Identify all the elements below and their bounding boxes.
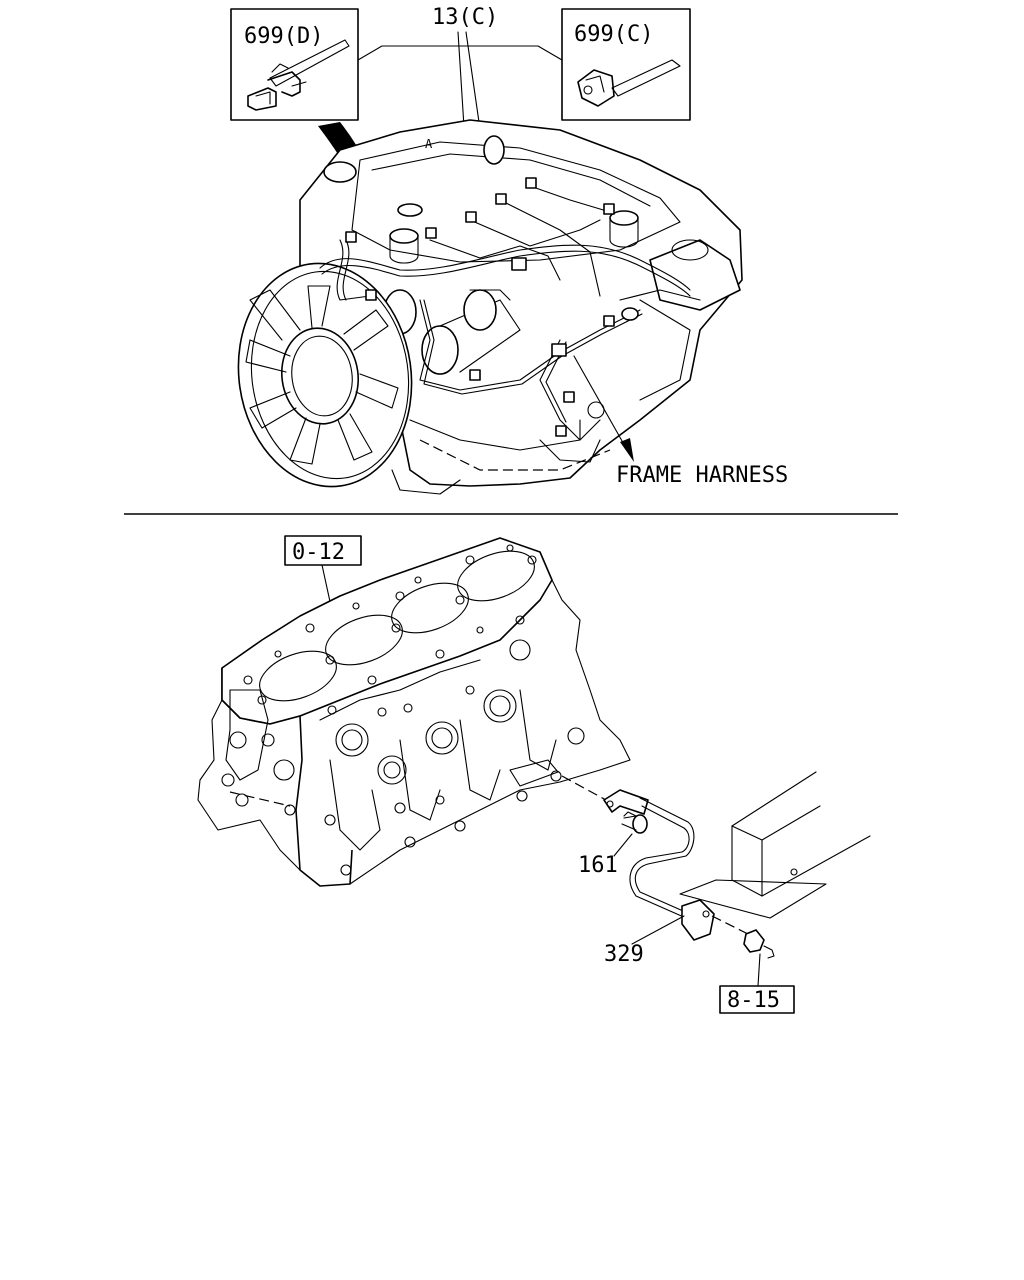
bolt-161 (621, 811, 648, 834)
ref-box-8-15 (719, 985, 795, 1014)
engine-harness (319, 177, 701, 441)
svg-text:A: A (425, 137, 433, 151)
frame-rail (679, 771, 871, 919)
label-8-15: 8-15 (727, 988, 780, 1013)
cylinder-block-view: 0-12 (197, 535, 871, 1014)
label-699c: 699(C) (574, 22, 653, 47)
label-161: 161 (578, 853, 618, 878)
frame-harness-arrow (573, 355, 634, 462)
ref-box-0-12 (284, 535, 362, 566)
sensor-329 (603, 789, 715, 941)
inset-bracket-c: 699(C) (561, 8, 691, 121)
cooling-fan (237, 262, 413, 488)
engine-harness-view: 699(D) 699(C) 13(C) (230, 5, 788, 495)
bolt-8-15 (711, 915, 775, 959)
label-frame-harness: FRAME HARNESS (616, 463, 788, 488)
cylinder-block (197, 537, 631, 887)
mount-line (561, 775, 607, 801)
label-699d: 699(D) (244, 24, 323, 49)
label-13c: 13(C) (432, 5, 498, 30)
label-329: 329 (604, 942, 644, 967)
label-0-12: 0-12 (292, 540, 345, 565)
inset-bracket-d: 699(D) (230, 8, 359, 121)
